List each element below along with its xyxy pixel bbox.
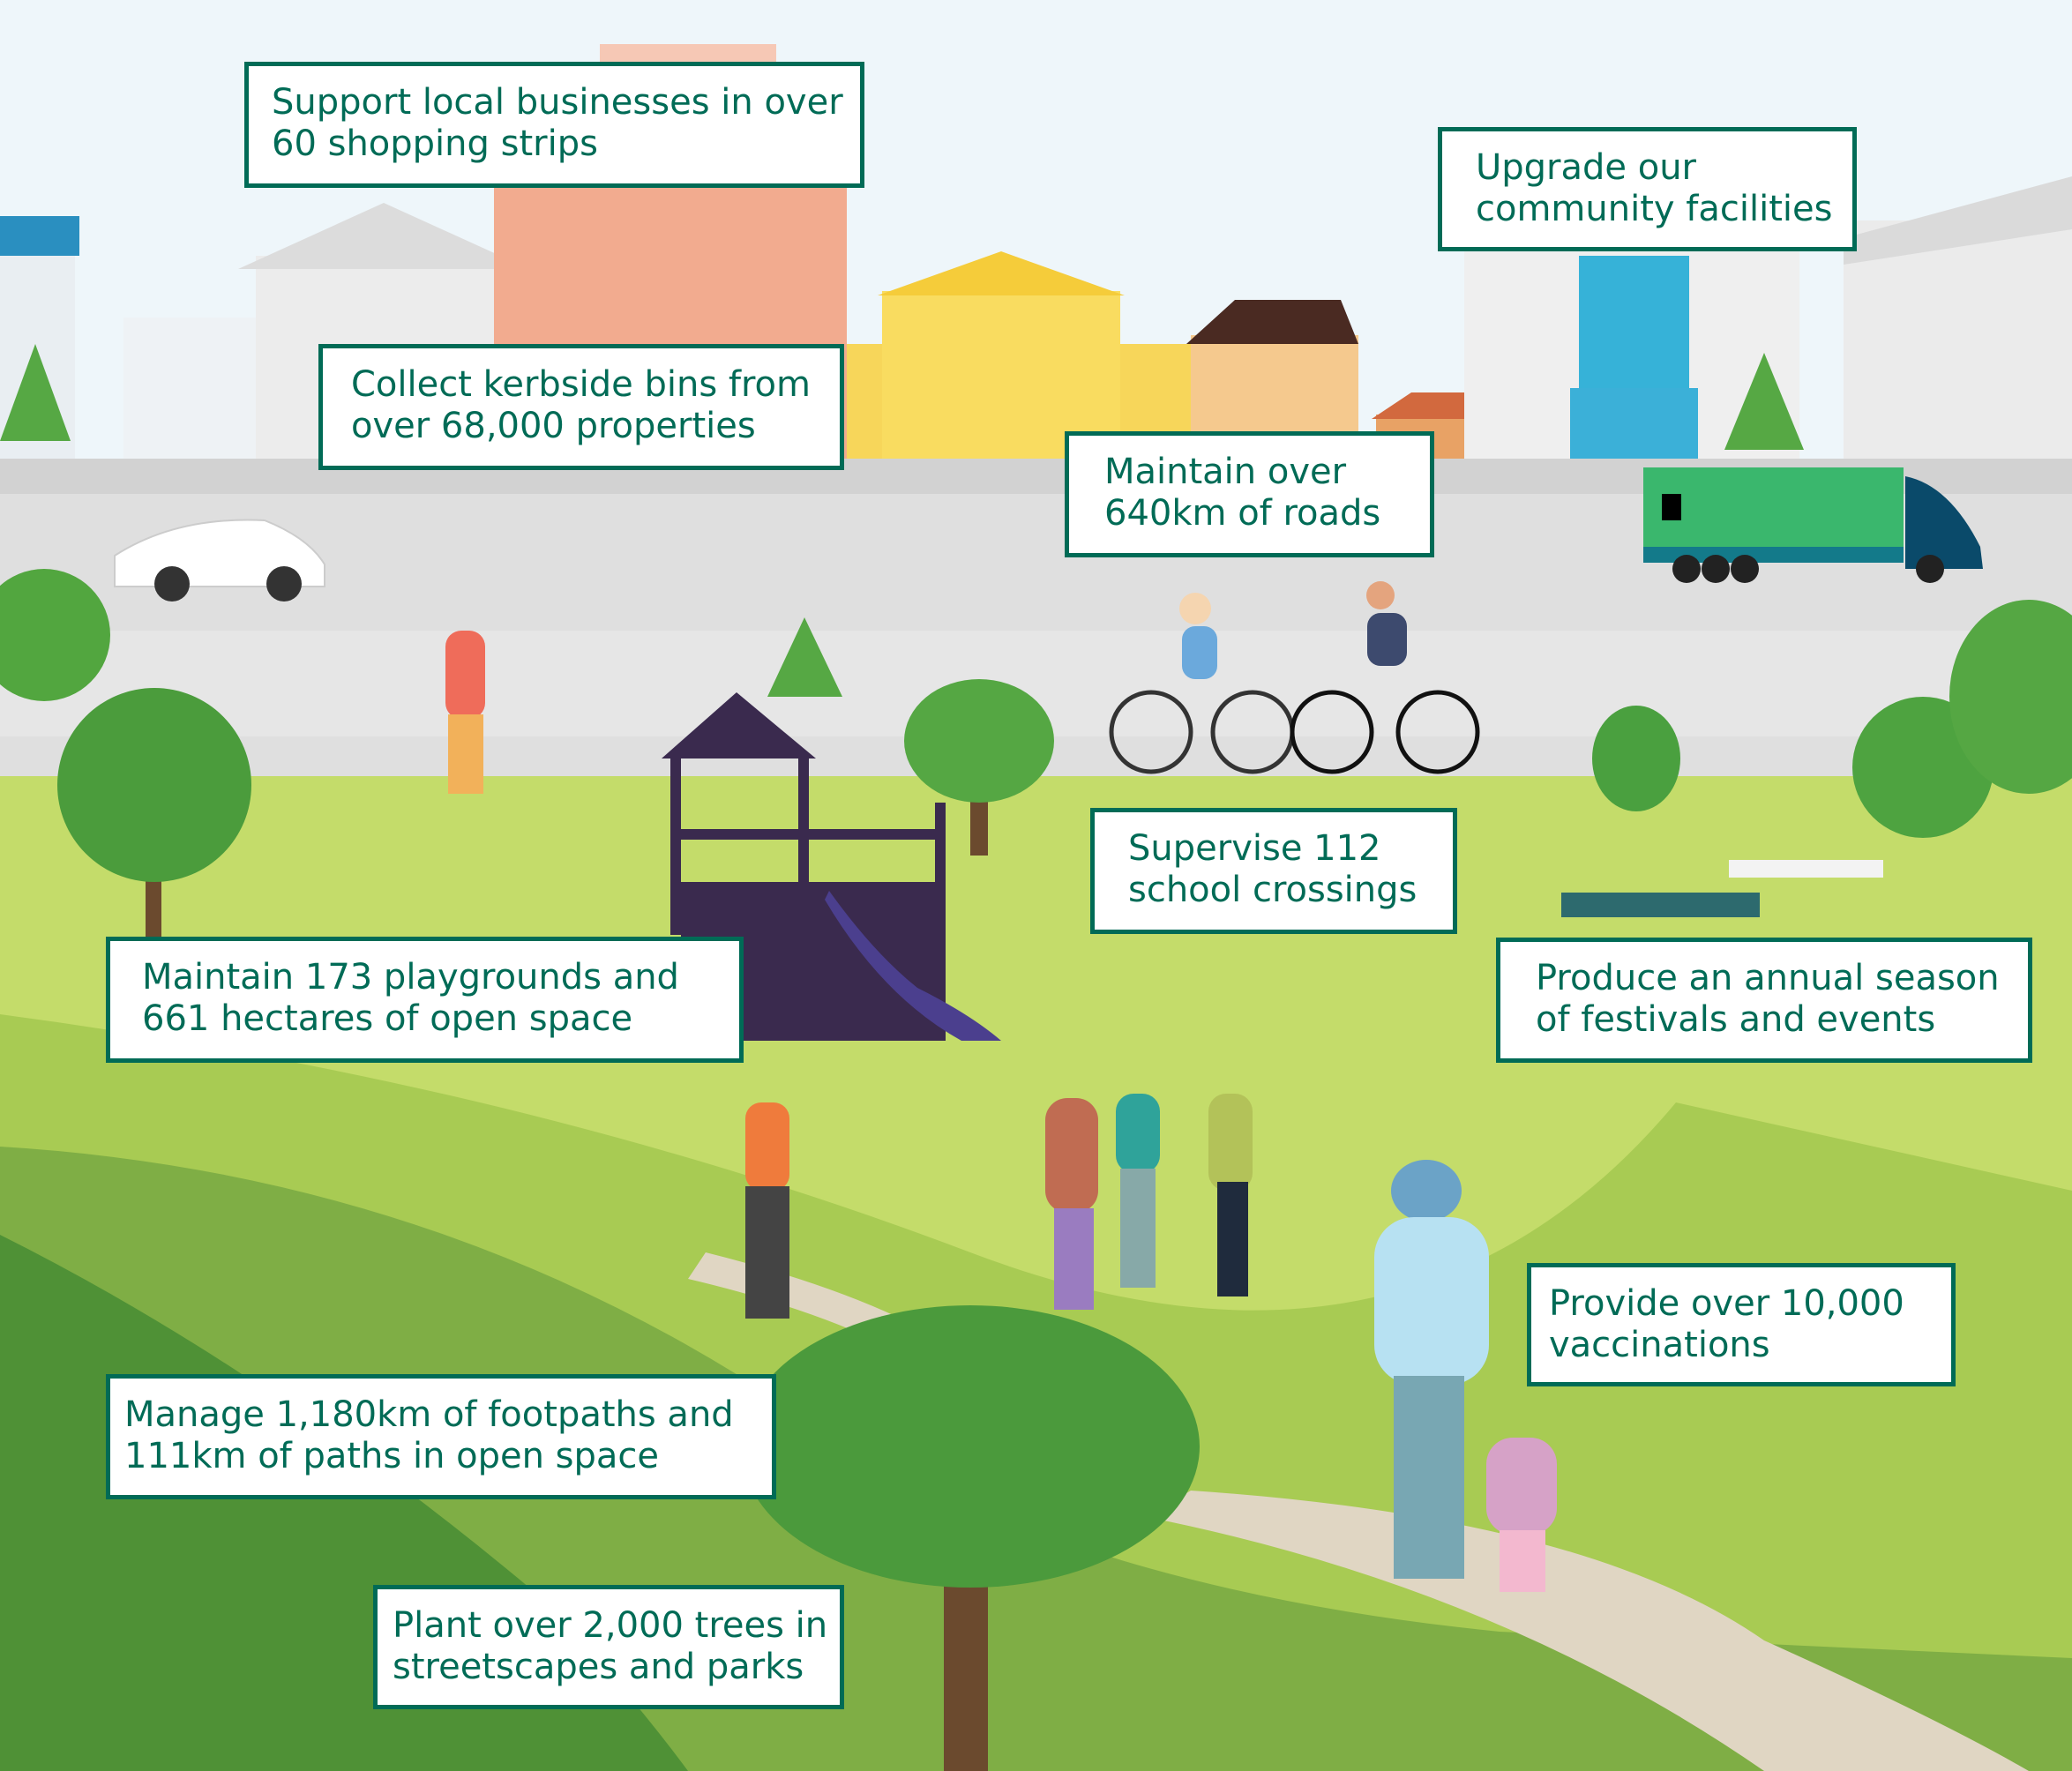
callout-crossings: Supervise 112 school crossings	[1090, 808, 1457, 934]
callout-shopping: Support local businesses in over 60 shop…	[244, 62, 864, 188]
callout-text: over 68,000 properties	[351, 406, 756, 446]
footpath	[1147, 1491, 2029, 1771]
callout-text: of festivals and events	[1536, 999, 1936, 1040]
callout-text: school crossings	[1128, 870, 1417, 910]
council-truck	[1643, 467, 1983, 583]
callout-festivals: Produce an annual season of festivals an…	[1496, 938, 2032, 1063]
people	[445, 581, 1883, 1592]
callout-text: Produce an annual season	[1536, 958, 2000, 998]
callout-text: Manage 1,180km of footpaths and	[124, 1394, 734, 1435]
callout-text: Upgrade our	[1476, 147, 1696, 188]
callout-text: streetscapes and parks	[393, 1647, 804, 1687]
callout-text: vaccinations	[1549, 1325, 1770, 1365]
callout-footpaths: Manage 1,180km of footpaths and 111km of…	[106, 1374, 776, 1499]
trees	[0, 344, 2072, 1771]
callout-text: 640km of roads	[1104, 493, 1381, 534]
callout-bins: Collect kerbside bins from over 68,000 p…	[318, 344, 844, 470]
callout-text: 111km of paths in open space	[124, 1436, 660, 1476]
callout-vaccinations: Provide over 10,000 vaccinations	[1527, 1263, 1956, 1386]
callout-text: Collect kerbside bins from	[351, 364, 811, 405]
callout-playgrounds: Maintain 173 playgrounds and 661 hectare…	[106, 937, 744, 1063]
callout-facilities: Upgrade our community facilities	[1438, 127, 1857, 251]
callout-text: Maintain over	[1104, 452, 1347, 492]
callout-roads: Maintain over 640km of roads	[1065, 431, 1434, 557]
callout-text: Support local businesses in over	[272, 82, 843, 123]
callout-text: Provide over 10,000	[1549, 1283, 1904, 1324]
callout-text: 661 hectares of open space	[142, 998, 633, 1039]
callout-text: community facilities	[1476, 189, 1833, 229]
callout-text: 60 shopping strips	[272, 123, 598, 164]
callout-text: Maintain 173 playgrounds and	[142, 957, 679, 998]
council-car	[114, 519, 325, 602]
callout-trees: Plant over 2,000 trees in streetscapes a…	[373, 1585, 844, 1709]
callout-text: Supervise 112	[1128, 828, 1381, 869]
callout-text: Plant over 2,000 trees in	[393, 1605, 828, 1646]
